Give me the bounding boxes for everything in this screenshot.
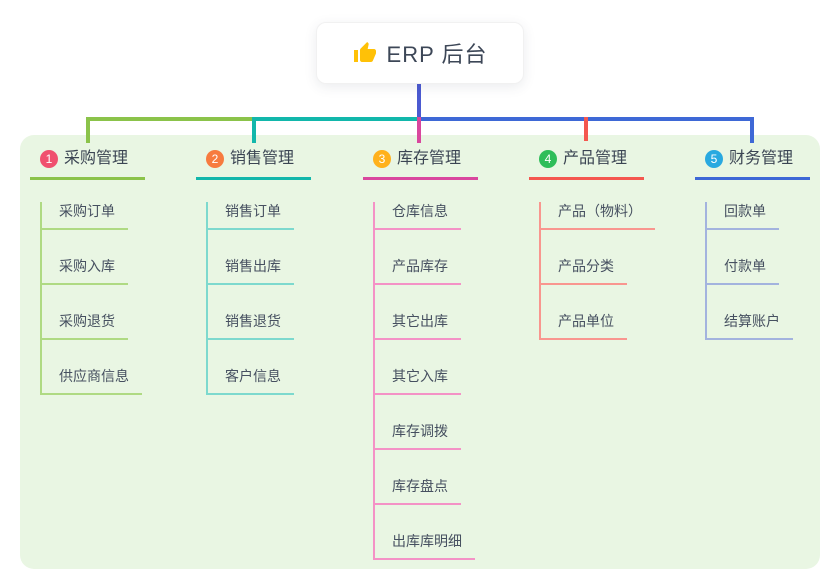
branch-label: 财务管理 xyxy=(729,150,794,167)
branch-children: 回款单付款单结算账户 xyxy=(705,202,810,340)
connector-drop-branch-2 xyxy=(252,117,256,143)
branch-node[interactable]: 3 库存管理 仓库信息产品库存其它出库其它入库库存调拨库存盘点出库库明细 xyxy=(363,148,478,560)
child-node[interactable]: 采购订单 xyxy=(42,202,128,230)
child-node[interactable]: 采购退货 xyxy=(42,312,128,340)
thumbs-up-icon xyxy=(353,41,377,65)
branch-header[interactable]: 5 财务管理 xyxy=(695,148,810,180)
connector-drop-branch-1 xyxy=(86,117,90,143)
connector-segment-green xyxy=(86,117,255,121)
child-node[interactable]: 回款单 xyxy=(707,202,779,230)
branch-label: 库存管理 xyxy=(397,150,462,167)
branch-number-badge: 2 xyxy=(206,149,224,168)
child-node[interactable]: 付款单 xyxy=(707,257,779,285)
child-node[interactable]: 仓库信息 xyxy=(375,202,461,230)
child-node[interactable]: 销售订单 xyxy=(208,202,294,230)
branch-header[interactable]: 4 产品管理 xyxy=(529,148,644,180)
branch-number-badge: 1 xyxy=(40,149,58,168)
child-node[interactable]: 出库库明细 xyxy=(375,532,475,560)
branch-node[interactable]: 5 财务管理 回款单付款单结算账户 xyxy=(695,148,810,340)
child-node[interactable]: 产品库存 xyxy=(375,257,461,285)
root-node-label: ERP 后台 xyxy=(386,42,488,67)
connector-drop-branch-4 xyxy=(584,117,588,141)
root-node[interactable]: ERP 后台 xyxy=(316,22,524,84)
connector-drop-branch-3 xyxy=(417,117,421,143)
child-node[interactable]: 销售退货 xyxy=(208,312,294,340)
branch-label: 采购管理 xyxy=(64,150,129,167)
branch-label: 销售管理 xyxy=(230,150,295,167)
connector-root-vertical xyxy=(417,82,421,121)
branch-node[interactable]: 4 产品管理 产品（物料） 产品分类产品单位 xyxy=(529,148,655,340)
child-node[interactable]: 其它入库 xyxy=(375,367,461,395)
child-node[interactable]: 其它出库 xyxy=(375,312,461,340)
child-node[interactable]: 销售出库 xyxy=(208,257,294,285)
child-node[interactable]: 客户信息 xyxy=(208,367,294,395)
child-node[interactable]: 供应商信息 xyxy=(42,367,142,395)
child-node[interactable]: 采购入库 xyxy=(42,257,128,285)
branch-node[interactable]: 1 采购管理 采购订单采购入库采购退货供应商信息 xyxy=(30,148,145,395)
branches-panel xyxy=(20,135,820,569)
branch-header[interactable]: 1 采购管理 xyxy=(30,148,145,180)
branch-number-badge: 3 xyxy=(373,149,391,168)
child-node[interactable]: 产品单位 xyxy=(541,312,627,340)
branch-node[interactable]: 2 销售管理 销售订单销售出库销售退货客户信息 xyxy=(196,148,311,395)
child-node[interactable]: 库存调拨 xyxy=(375,422,461,450)
child-node[interactable]: 产品分类 xyxy=(541,257,627,285)
connector-drop-branch-5 xyxy=(750,117,754,143)
branch-children: 仓库信息产品库存其它出库其它入库库存调拨库存盘点出库库明细 xyxy=(373,202,478,560)
branch-number-badge: 5 xyxy=(705,149,723,168)
child-node[interactable]: 结算账户 xyxy=(707,312,793,340)
branch-label: 产品管理 xyxy=(563,150,628,167)
branch-children: 采购订单采购入库采购退货供应商信息 xyxy=(40,202,145,395)
child-node[interactable]: 库存盘点 xyxy=(375,477,461,505)
branch-number-badge: 4 xyxy=(539,149,557,168)
child-node[interactable]: 产品（物料） xyxy=(541,202,655,230)
branch-children: 销售订单销售出库销售退货客户信息 xyxy=(206,202,311,395)
connector-segment-teal xyxy=(254,117,419,121)
branch-header[interactable]: 3 库存管理 xyxy=(363,148,478,180)
branch-header[interactable]: 2 销售管理 xyxy=(196,148,311,180)
branch-children: 产品（物料） 产品分类产品单位 xyxy=(539,202,655,340)
